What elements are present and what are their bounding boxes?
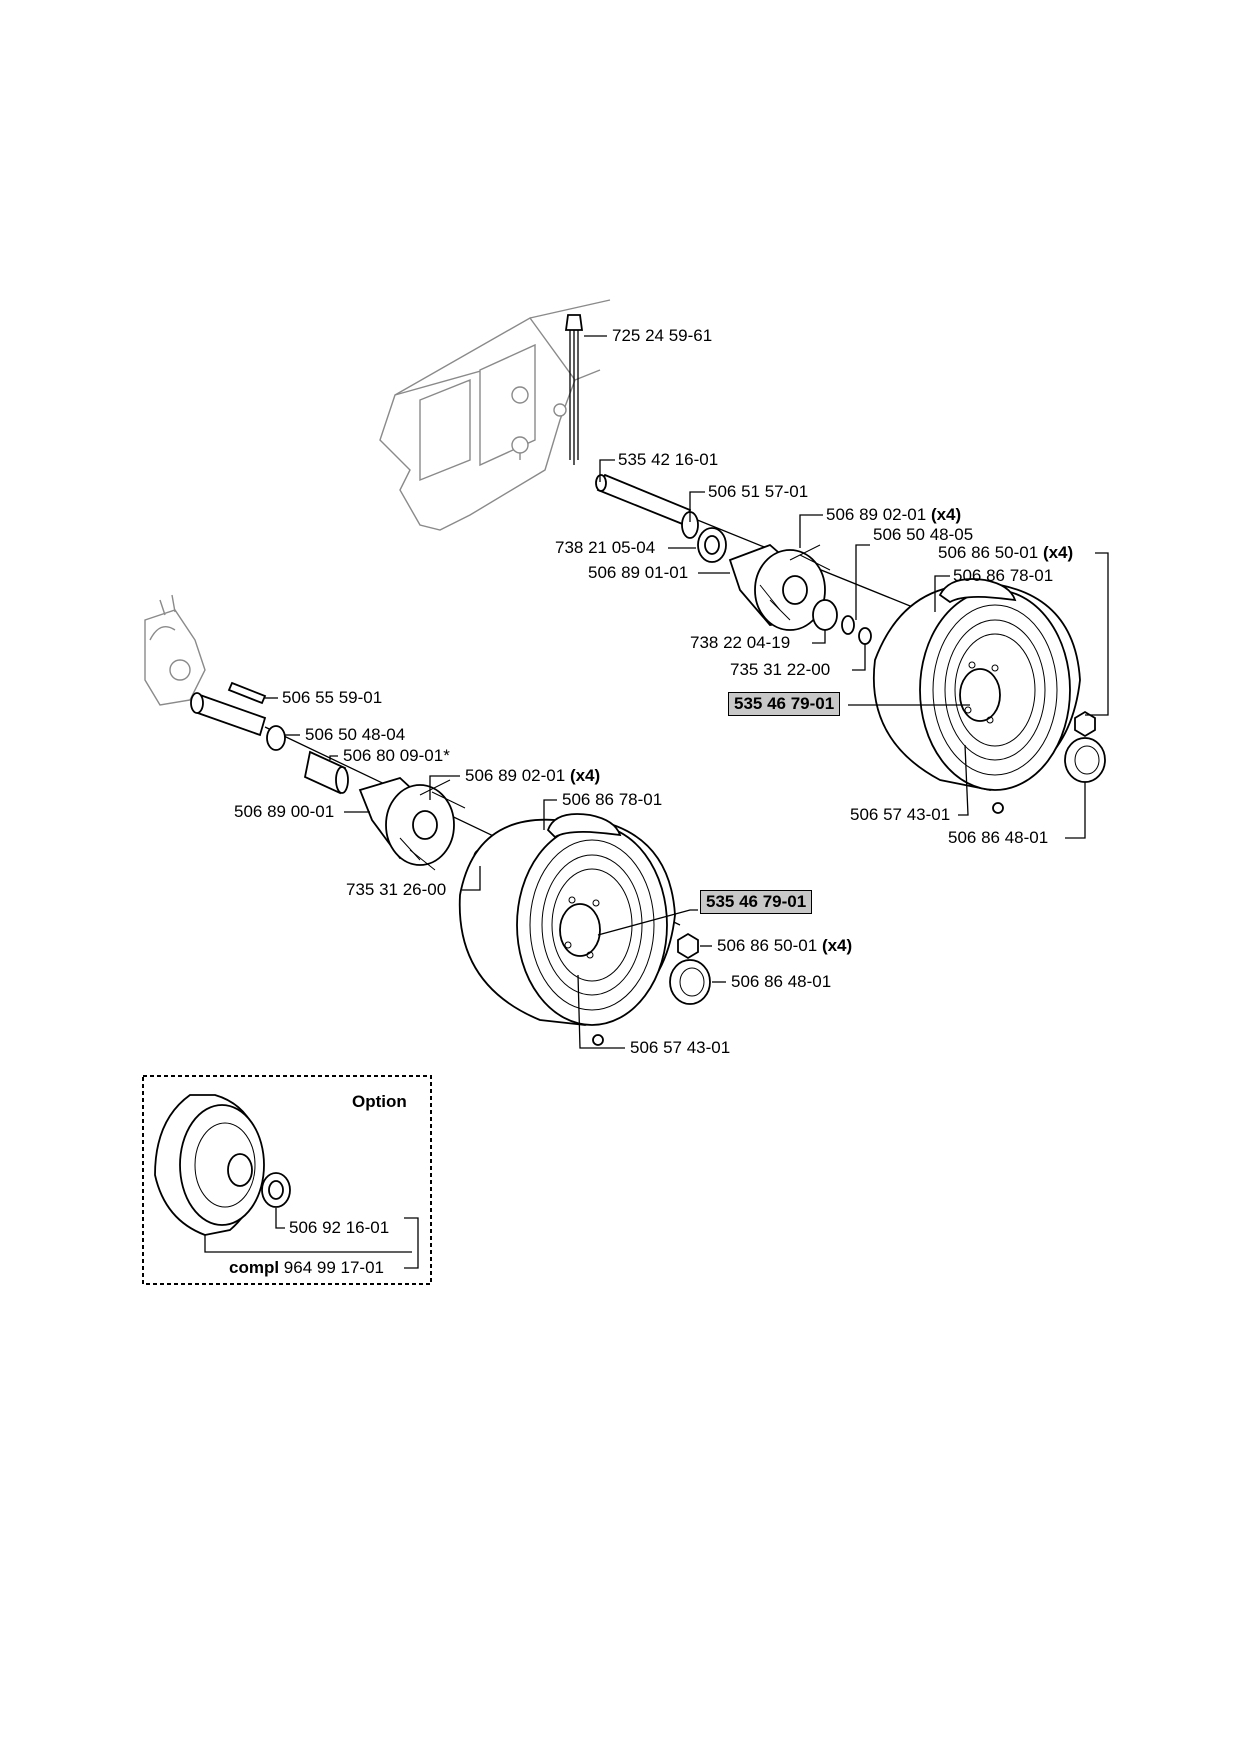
label-lower-spacer: 506 80 09-01* (343, 746, 450, 766)
label-lower-stud: 506 89 02-01 (x4) (465, 766, 600, 786)
lower-spacer (303, 750, 349, 795)
label-lower-cap: 506 86 48-01 (731, 972, 831, 992)
label-upper-washer-b: 506 50 48-05 (873, 525, 973, 545)
label-upper-valve: 506 57 43-01 (850, 805, 950, 825)
mower-deck-ghost (144, 594, 206, 706)
part-number: 506 50 48-04 (305, 725, 406, 744)
upper-cap (1064, 737, 1106, 783)
part-number: 964 99 17-01 (283, 1258, 384, 1277)
lower-wheel (458, 813, 676, 1026)
upper-bearing-a (697, 527, 727, 563)
part-number: 735 31 26-00 (346, 880, 447, 899)
label-upper-bearing-a: 738 21 05-04 (555, 538, 655, 558)
upper-wheel (873, 578, 1081, 791)
part-number: 506 89 00-01 (234, 802, 335, 821)
label-option-compl: compl 964 99 17-01 (229, 1258, 384, 1278)
upper-washer-b (841, 615, 855, 635)
label-upper-tyre: 506 86 78-01 (953, 566, 1053, 586)
lower-nut (677, 932, 699, 960)
label-lower-washer: 506 50 48-04 (305, 725, 405, 745)
part-number: 506 55 59-01 (282, 688, 383, 707)
lower-hub (358, 776, 466, 871)
label-lower-nut: 506 86 50-01 (x4) (717, 936, 852, 956)
label-upper-wheel-compl: 535 46 79-01 (728, 692, 841, 716)
upper-nut (1074, 710, 1096, 738)
leader-lines (204, 335, 1109, 1269)
lower-cap (669, 959, 711, 1005)
label-lower-tyre: 506 86 78-01 (562, 790, 662, 810)
upper-bolt (564, 314, 584, 465)
part-number: 738 22 04-19 (690, 633, 791, 652)
part-number: 506 89 01-01 (588, 563, 689, 582)
part-number: 725 24 59-61 (612, 326, 713, 345)
label-lower-key: 506 55 59-01 (282, 688, 382, 708)
option-box-frame (142, 1075, 432, 1285)
tractor-frame-ghost (379, 299, 611, 531)
upper-clip (858, 627, 872, 645)
part-number: 506 86 48-01 (948, 828, 1049, 847)
part-number: 535 46 79-01 (706, 892, 807, 911)
quantity: (x4) (821, 936, 853, 955)
part-number: 506 86 48-01 (731, 972, 832, 991)
part-number: 506 89 02-01 (826, 505, 927, 524)
option-title: Option (352, 1092, 407, 1111)
label-upper-hub: 506 89 01-01 (588, 563, 688, 583)
upper-hub (728, 543, 831, 631)
part-number: 506 86 50-01 (717, 936, 818, 955)
part-number: 506 57 43-01 (630, 1038, 731, 1057)
quantity: (x4) (930, 505, 962, 524)
part-number: 506 92 16-01 (289, 1218, 390, 1237)
label-option-bearing: 506 92 16-01 (289, 1218, 389, 1238)
label-upper-bearing-b: 738 22 04-19 (690, 633, 790, 653)
part-number: 535 42 16-01 (618, 450, 719, 469)
label-upper-bolt: 725 24 59-61 (612, 326, 712, 346)
upper-bearing-b (812, 599, 838, 631)
part-number: 506 51 57-01 (708, 482, 809, 501)
part-number: 506 86 50-01 (938, 543, 1039, 562)
label-lower-valve: 506 57 43-01 (630, 1038, 730, 1058)
label-upper-axle: 535 42 16-01 (618, 450, 718, 470)
lower-washer (266, 725, 286, 751)
label-upper-nut: 506 86 50-01 (x4) (938, 543, 1073, 563)
part-number: 506 80 09-01* (343, 746, 450, 765)
label-lower-clip: 735 31 26-00 (346, 880, 446, 900)
label-upper-cap: 506 86 48-01 (948, 828, 1048, 848)
part-number: 506 86 78-01 (953, 566, 1054, 585)
label-lower-hub: 506 89 00-01 (234, 802, 334, 822)
upper-valve (992, 802, 1004, 814)
option-bearing (261, 1172, 291, 1208)
part-number: 738 21 05-04 (555, 538, 656, 557)
part-number: 535 46 79-01 (734, 694, 835, 713)
quantity: (x4) (1042, 543, 1074, 562)
option-tyre (154, 1094, 265, 1236)
compl-prefix: compl (229, 1258, 280, 1277)
part-number: 506 57 43-01 (850, 805, 951, 824)
quantity: (x4) (569, 766, 601, 785)
part-number: 506 50 48-05 (873, 525, 974, 544)
label-upper-washer-a: 506 51 57-01 (708, 482, 808, 502)
label-lower-wheel-compl: 535 46 79-01 (700, 890, 813, 914)
part-number: 735 31 22-00 (730, 660, 831, 679)
part-number: 506 86 78-01 (562, 790, 663, 809)
lower-valve (592, 1034, 604, 1046)
lower-key (227, 681, 267, 705)
part-number: 506 89 02-01 (465, 766, 566, 785)
label-upper-stud: 506 89 02-01 (x4) (826, 505, 961, 525)
label-upper-clip: 735 31 22-00 (730, 660, 830, 680)
